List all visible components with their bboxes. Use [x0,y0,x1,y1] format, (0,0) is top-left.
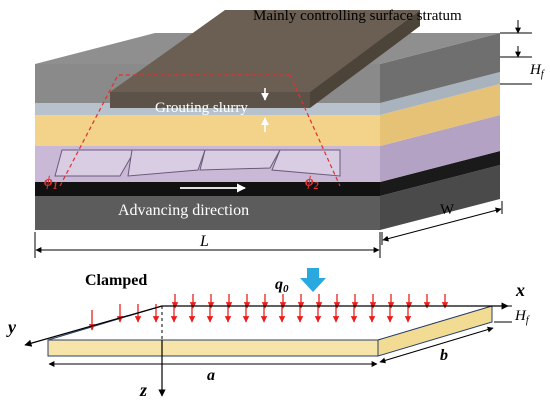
plate-front [47,339,379,357]
b-label: b [440,347,448,364]
length-dimension [34,232,381,258]
plate-dimensions [48,305,512,367]
coal-seam-side [380,151,500,196]
grout-layer-side [380,72,500,115]
caving-boundary-left [59,74,290,187]
z-axis-label: z [139,380,147,400]
floor-front [35,196,380,230]
y-axis-label: y [6,317,17,337]
width-label: W [440,202,455,218]
surface-stratum-slab-side [310,10,420,108]
a-label: a [207,367,215,384]
strata-block [35,10,500,230]
yellow-layer-side [380,84,500,146]
hf-label-top: Hf [529,62,545,80]
axes [24,302,509,397]
yellow-layer-front [35,115,380,146]
caving-boundary-right [289,74,341,187]
q0-arrow [300,268,326,292]
y-axis [24,305,163,347]
load-arrows [88,294,449,331]
surface-stratum-slab-top [110,10,420,92]
surface-stratum-slab-front [110,92,310,108]
length-label: L [199,233,209,250]
phi1-label: ϕ1 [44,174,58,192]
phi2-label: ϕ2 [305,174,319,192]
overburden-side [380,33,500,103]
q0-label: q0 [275,276,289,295]
clamped-label: Clamped [85,272,147,289]
hf-dimension-top [500,20,532,85]
caved-blocks [54,149,341,177]
coal-seam-front [35,182,380,196]
direction-label: Advancing direction [118,202,249,219]
grout-label: Grouting slurry [155,100,248,116]
purple-layer-side [380,115,500,182]
stratum-label: Mainly controlling surface stratum [253,8,462,24]
x-axis-label: x [515,280,525,300]
hf-label-bottom: Hf [514,308,530,326]
width-dimension [381,201,503,245]
